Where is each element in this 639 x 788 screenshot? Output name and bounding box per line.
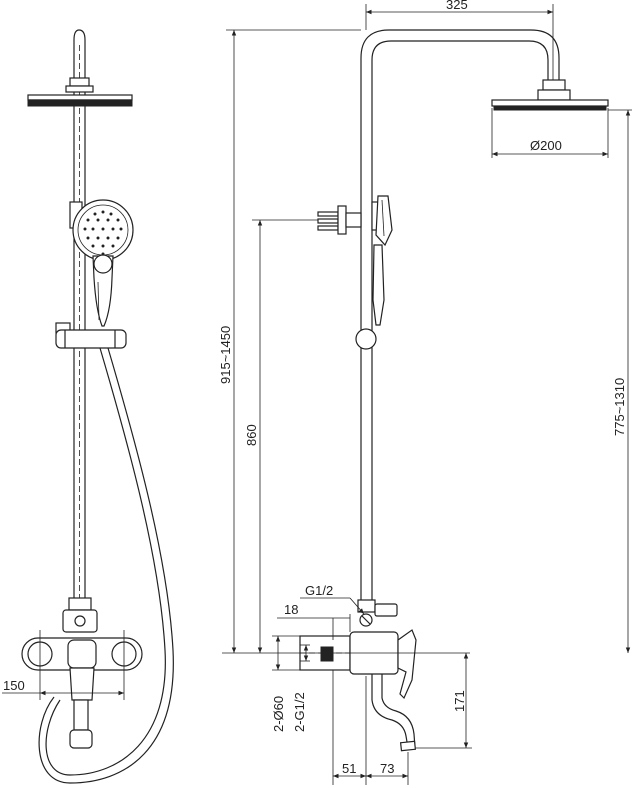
dim-spout-depth-b-label: 73	[380, 761, 394, 776]
front-shower-hose	[38, 347, 174, 784]
dim-spout-drop-label: 171	[452, 690, 467, 712]
side-mixer-valve	[299, 629, 417, 700]
dim-top-width-label: 325	[446, 0, 468, 12]
side-hand-shower	[371, 195, 393, 326]
side-bath-spout	[371, 674, 417, 752]
dim-head-diameter-label: Ø200	[530, 138, 562, 153]
front-mixer-valve	[21, 630, 143, 749]
dim-spout-depth: 51 73	[332, 670, 409, 785]
dim-spout-drop: 171	[416, 653, 472, 749]
front-slide-bracket	[55, 322, 127, 349]
dim-head-height: 775~1310	[608, 109, 632, 653]
dim-inlet-offset-label: 18	[284, 602, 298, 617]
side-wall-bracket	[317, 205, 362, 235]
dim-inlet-thread: G1/2	[300, 583, 365, 615]
dim-inlet-thread-pair: 2-G1/2	[292, 644, 310, 732]
dim-head-diameter: Ø200	[491, 108, 609, 158]
side-diverter	[357, 599, 398, 627]
dim-overall-height-label: 915~1450	[218, 326, 233, 384]
dim-overall-height: 915~1450	[218, 29, 361, 653]
dim-inlet-diameter: 2-Ø60	[271, 635, 300, 732]
dim-holder-height: 860	[244, 219, 318, 653]
dim-centers: 150	[2, 678, 124, 696]
side-top-arm	[360, 29, 560, 610]
side-view: 325 Ø200 915~1450 860 775~1310	[218, 0, 632, 785]
side-slide-knob	[355, 328, 377, 350]
dim-inlet-diameter-label: 2-Ø60	[271, 696, 286, 732]
front-diverter	[62, 597, 98, 633]
dim-inlet-thread-label: G1/2	[305, 583, 333, 598]
dim-inlet-thread-pair-label: 2-G1/2	[292, 692, 307, 732]
front-rain-shower-head	[27, 77, 133, 107]
front-view: 150	[2, 29, 174, 784]
dim-spout-depth-a-label: 51	[342, 761, 356, 776]
dim-head-height-label: 775~1310	[612, 378, 627, 436]
dim-holder-height-label: 860	[244, 424, 259, 446]
dim-centers-label: 150	[3, 678, 25, 693]
front-hand-shower	[69, 199, 134, 327]
front-riser-pipe	[73, 29, 86, 610]
side-rain-shower-head	[491, 79, 609, 111]
dim-top-width: 325	[365, 0, 554, 80]
dim-inlet-offset: 18	[277, 602, 351, 640]
